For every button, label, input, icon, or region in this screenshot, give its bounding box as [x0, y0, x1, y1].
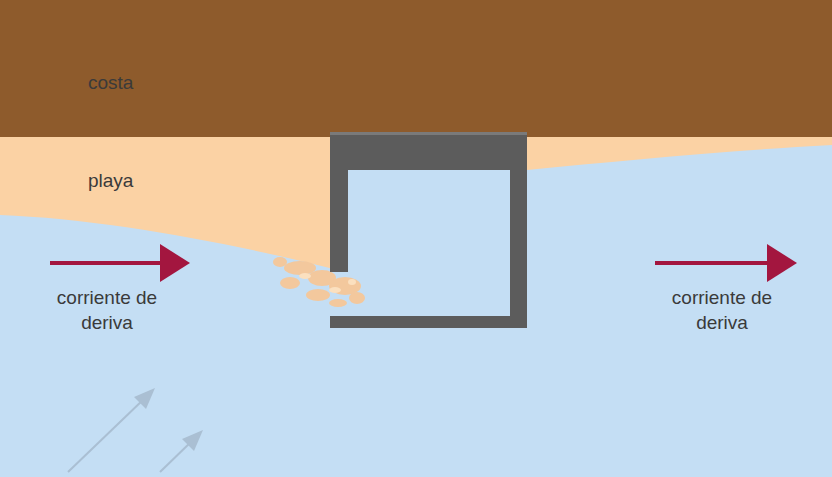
sand-grain — [306, 289, 330, 301]
structure-left-wall — [330, 132, 348, 272]
structure-bottom-wall — [330, 316, 527, 328]
wave-arrow-head — [182, 430, 203, 451]
drift-arrow-head — [160, 244, 190, 282]
sand-deposit — [273, 257, 365, 307]
beach-band-outline — [0, 137, 832, 297]
sand-grain — [329, 287, 341, 293]
wave-arrow — [68, 398, 145, 472]
current-label: corriente de deriva — [42, 285, 172, 335]
sand-grain — [308, 270, 336, 286]
sand-grain — [349, 292, 365, 304]
drift-arrow-shaft — [50, 261, 165, 265]
drift-arrows — [50, 244, 797, 282]
sand-grain — [284, 261, 316, 275]
structure-top-wall — [330, 132, 527, 170]
sand-deposit-light — [299, 273, 356, 293]
sand-grain — [299, 273, 311, 279]
wave-arrows — [68, 388, 203, 472]
beach-band-shape — [0, 137, 832, 272]
structure-right-wall — [510, 132, 527, 328]
structure-edge — [330, 132, 527, 135]
sand-grain — [280, 277, 300, 289]
region-label: costa — [88, 72, 133, 94]
wave-arrow-head — [134, 388, 155, 409]
drift-arrow-shaft — [655, 261, 770, 265]
current-label: corriente de deriva — [657, 285, 787, 335]
sand-grain — [329, 277, 361, 295]
sand-grain — [348, 279, 356, 285]
sand-grain — [329, 299, 347, 307]
coast-band: costa — [0, 0, 832, 137]
harbour-structure — [330, 132, 527, 328]
drift-arrow-head — [767, 244, 797, 282]
region-label: playa — [88, 170, 133, 192]
beach-band: playa — [0, 137, 832, 297]
sand-grain — [273, 257, 287, 267]
